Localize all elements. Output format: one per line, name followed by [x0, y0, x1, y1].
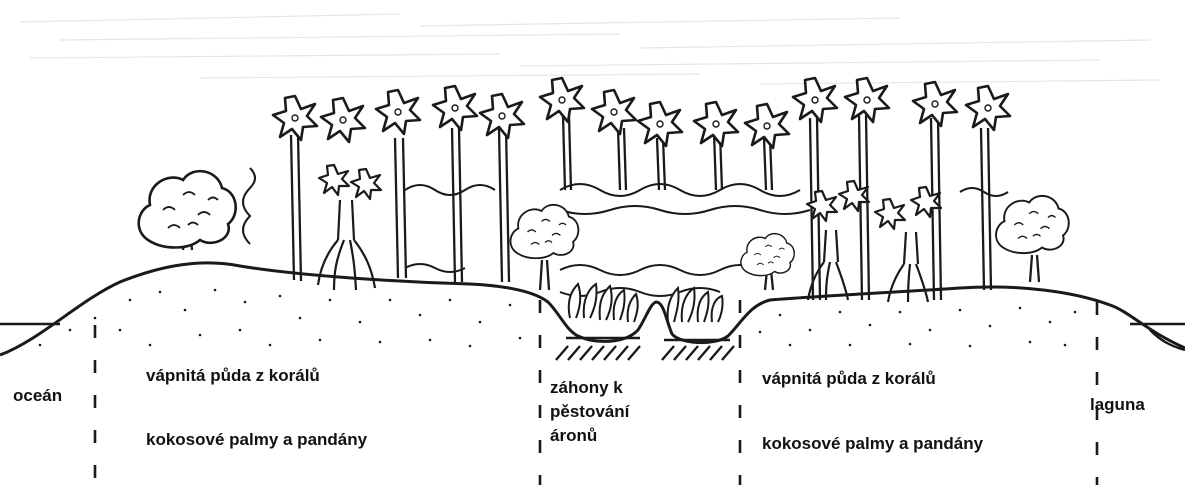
beds-label-line1: záhony k — [550, 376, 623, 399]
beds-label-line3: áronů — [550, 424, 597, 447]
paper-texture — [20, 14, 1160, 84]
ocean-label: oceán — [13, 384, 62, 407]
palm-crowns — [273, 78, 1010, 148]
soil-label-left: vápnitá půda z korálů — [146, 364, 320, 387]
soil-label-right: vápnitá půda z korálů — [762, 367, 936, 390]
palms-label-left: kokosové palmy a pandány — [146, 428, 367, 451]
lagoon-label: laguna — [1090, 393, 1145, 416]
beds-label-line2: pěstování — [550, 400, 629, 423]
soil-speckle — [39, 289, 1077, 348]
palms-label-right: kokosové palmy a pandány — [762, 432, 983, 455]
